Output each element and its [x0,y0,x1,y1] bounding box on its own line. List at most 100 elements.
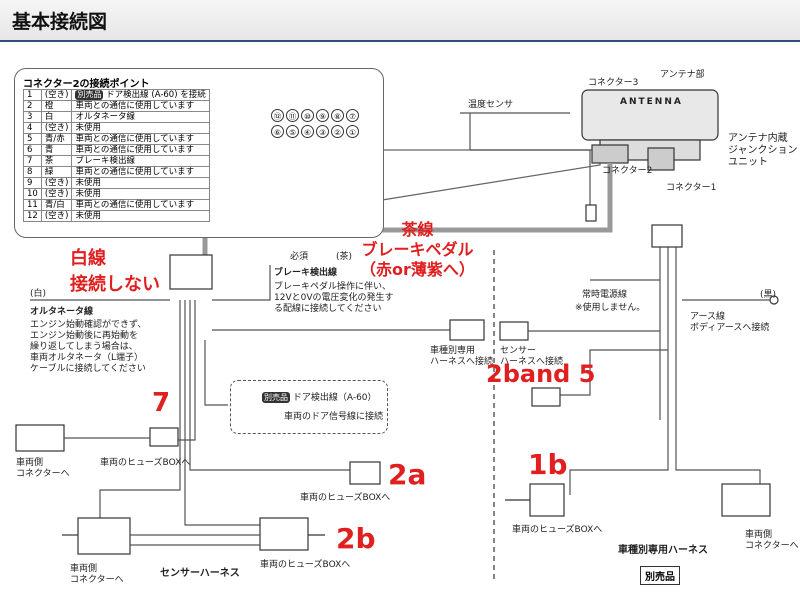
pin-description: 別売品 ドア検出線 (A-60) を接続 [71,89,210,101]
label-1b: 1b [528,448,568,481]
pin-number: 3 [23,111,42,123]
white-wire-note: 白線 接続しない [70,248,160,295]
pin-position: ② [331,125,344,138]
fuse-box-label-7: 車両のヒューズBOXへ [100,458,191,468]
pin-position: ⑩ [301,109,314,122]
pin-description: 車両との通信に使用しています [71,100,210,112]
connector1-socket [647,147,675,171]
connector1-label: コネクター1 [666,183,717,193]
pin-number: 12 [23,210,42,222]
label-2b: 2b [336,522,376,555]
antenna-text: ANTENNA [620,97,683,107]
alt-title: オルタネータ線 [30,307,94,317]
pin-color: (空き) [40,188,73,200]
pin-number: 11 [23,199,42,211]
brown-tag: (茶) [336,252,353,262]
door-detection-box [230,380,388,434]
connector-2b5 [531,387,561,407]
pin-position: ⑤ [286,125,299,138]
callout-pointer [381,149,601,201]
pin-position: ⑪ [286,109,299,122]
door-title: ドア検出線（A-60） [292,393,377,403]
door-line-title: 別売品 ドア検出線（A-60） [262,392,377,404]
pin-number: 1 [23,89,42,101]
pin-color: 橙 [40,100,73,112]
sensor-harness-label: センサーハーネス [160,568,240,579]
black-tag: (黒) [760,290,777,300]
pin-table-title: コネクター2の接続ポイント [23,79,150,90]
brown-wire-note: 茶線 ブレーキペダル （赤or薄紫へ） [360,220,475,279]
vehicle-connector-left-bottom [77,517,131,555]
pin-color: (空き) [40,89,73,101]
fuse-connector-7 [149,427,179,447]
pin-color: 緑 [40,166,73,178]
not-used-note: ※使用しません。 [575,303,646,313]
page-title: 基本接続図 [12,11,108,33]
required-label: 必須 [290,252,309,262]
title-bar: 基本接続図 [0,0,800,42]
pin-number: 2 [23,100,42,112]
pin-color: (空き) [40,122,73,134]
pin-color: 茶 [40,155,73,167]
earth-line-label: アース線 ボディアースへ接続 [690,312,770,333]
pin-description: 未使用 [71,188,210,200]
pin-position: ⑨ [316,109,329,122]
vehicle-conn-label-top: 車両側 コネクターへ [16,458,70,479]
fuse-box-label-1b: 車両のヒューズBOXへ [512,525,603,535]
door-sold-badge: 別売品 [262,392,290,403]
pin-color: 白 [40,111,73,123]
brake-title: ブレーキ検出線 [274,268,338,278]
power-line-label: 常時電源線 [582,290,628,300]
pin-position: ⑥ [271,125,284,138]
fuse-connector-2b [259,517,309,551]
pin-position: ⑦ [346,109,359,122]
pin-color: (空き) [40,210,73,222]
pin-number: 4 [23,122,42,134]
pin-description: 未使用 [71,122,210,134]
pin-position: ③ [316,125,329,138]
label-2a: 2a [388,458,427,491]
white-tag: (白) [30,289,47,299]
pin-number: 6 [23,144,42,156]
brake-desc: ブレーキペダル操作に伴い、 12Vと0Vの電圧変化の発生す る配線に接続してくだ… [274,282,394,314]
pin-color: 青 [40,144,73,156]
sensor-harness-conn-label: センサー ハーネスへ接続 [500,346,564,367]
fuse-connector-2a [349,461,381,485]
pin-description: オルタネータ線 [71,111,210,123]
pin-description: 車両との通信に使用しています [71,133,210,145]
pin-number: 5 [23,133,42,145]
harness-connector-left [449,319,485,341]
pin-color: (空き) [40,177,73,189]
vehicle-harness-conn-label: 車種別専用 ハーネスへ接続 [430,346,494,367]
junction-unit-label: アンテナ内蔵 ジャンクション ユニット [728,133,798,168]
pin-description: ブレーキ検出線 [71,155,210,167]
pin-position: ① [346,125,359,138]
connector3-label: コネクター3 [588,78,639,88]
door-desc: 車両のドア信号線に接続 [284,412,384,422]
label-2b-and-5: 2band 5 [486,360,596,388]
pin-row: 12(空き)未使用 [23,210,210,222]
pin-description: 車両との通信に使用しています [71,144,210,156]
label-7: 7 [152,388,171,418]
pin-number: 9 [23,177,42,189]
pin-number: 7 [23,155,42,167]
trunk-wire [202,163,613,258]
pin-position: ⑧ [331,109,344,122]
pin-row: 4(空き)未使用 [23,122,210,134]
connector2-socket [591,144,629,164]
vehicle-connector-left-top [15,424,65,452]
pin-position: ⑫ [271,109,284,122]
sold-separately-tag: 別売品 [640,566,680,585]
alt-desc: エンジン始動確認ができず、 エンジン始動後に再始動を 繰り返してしまう場合は、 … [30,320,147,374]
pin-description: 未使用 [71,177,210,189]
pin-position: ④ [301,125,314,138]
